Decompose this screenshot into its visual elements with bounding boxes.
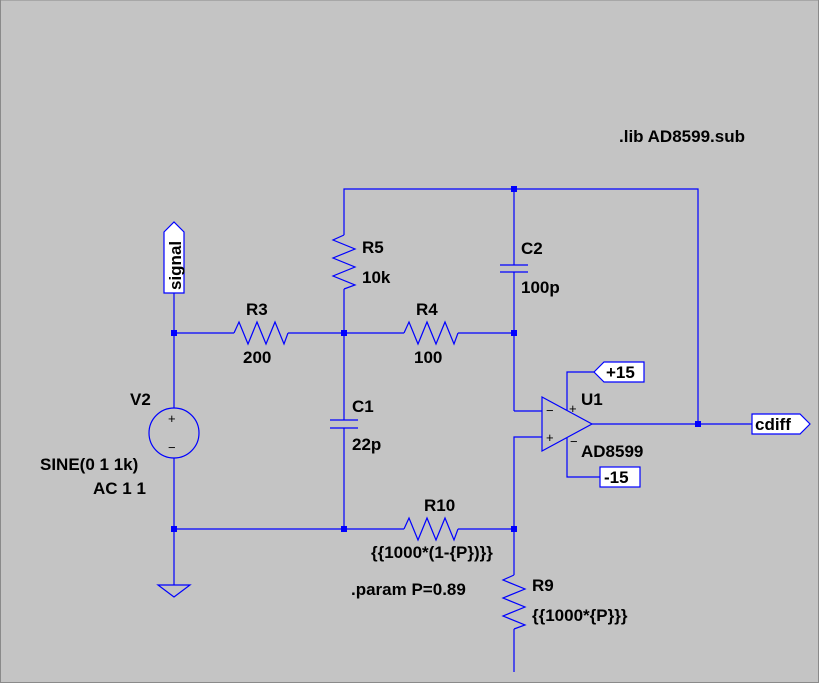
resistor-r4-symbol[interactable] <box>403 320 459 346</box>
net-label-vneg-text: -15 <box>604 468 629 487</box>
resistor-r3[interactable]: R3 200 <box>233 300 289 367</box>
net-label-signal[interactable]: signal <box>163 221 185 294</box>
voltage-source-v2-minus-sign: − <box>168 440 176 455</box>
wire-top-feedback[interactable] <box>343 188 699 424</box>
voltage-source-v2-symbol[interactable] <box>148 407 200 459</box>
resistor-r4-name: R4 <box>416 300 438 319</box>
opamp-u1-model: AD8599 <box>581 442 643 461</box>
resistor-r3-value: 200 <box>243 348 271 367</box>
capacitor-c2-name: C2 <box>521 239 543 258</box>
spice-directive-lib[interactable]: .lib AD8599.sub <box>619 127 745 146</box>
resistor-r10-value: {{1000*(1-{P})}} <box>371 543 493 562</box>
voltage-source-v2-name: V2 <box>130 390 151 409</box>
capacitor-c2[interactable]: C2 100p <box>500 239 560 297</box>
resistor-r5-symbol[interactable] <box>331 234 357 290</box>
resistor-r5-value: 10k <box>362 268 391 287</box>
junction-dot <box>511 186 517 192</box>
voltage-source-v2-ac: AC 1 1 <box>93 479 146 498</box>
resistor-r9-value: {{1000*{P}}} <box>532 606 628 625</box>
voltage-source-v2[interactable]: + − V2 SINE(0 1 1k) AC 1 1 <box>40 390 200 498</box>
net-label-vpos[interactable]: +15 <box>593 361 645 383</box>
resistor-r4[interactable]: R4 100 <box>403 300 459 367</box>
net-label-cdiff[interactable]: cdiff <box>751 413 811 435</box>
resistor-r5-name: R5 <box>362 238 384 257</box>
resistor-r9-name: R9 <box>532 576 554 595</box>
net-label-signal-flag[interactable] <box>163 221 185 294</box>
net-label-vpos-text: +15 <box>606 363 635 382</box>
voltage-source-v2-value: SINE(0 1 1k) <box>40 455 138 474</box>
resistor-r10[interactable]: R10 {{1000*(1-{P})}} <box>371 496 493 562</box>
resistor-r4-value: 100 <box>414 348 442 367</box>
resistor-r3-name: R3 <box>246 300 268 319</box>
net-label-cdiff-text: cdiff <box>755 415 791 434</box>
wires[interactable] <box>173 188 752 672</box>
opamp-u1-noninv-sign: + <box>546 430 554 445</box>
voltage-source-v2-plus-sign: + <box>168 411 176 426</box>
junction-dot <box>171 330 177 336</box>
resistor-r3-symbol[interactable] <box>233 320 289 346</box>
opamp-u1-vneg-sign: − <box>570 434 578 449</box>
resistor-r9[interactable]: R9 {{1000*{P}}} <box>501 574 628 630</box>
wire-vpos[interactable] <box>566 371 594 410</box>
net-label-vneg[interactable]: -15 <box>599 466 641 488</box>
resistor-r10-name: R10 <box>424 496 455 515</box>
ground-symbol[interactable] <box>156 584 192 598</box>
resistor-r9-symbol[interactable] <box>501 574 527 630</box>
opamp-u1-inv-sign: − <box>546 403 554 418</box>
junction-dot <box>341 330 347 336</box>
opamp-u1-name: U1 <box>581 390 603 409</box>
junction-dot <box>511 330 517 336</box>
net-label-signal-text: signal <box>166 241 185 290</box>
junctions <box>171 186 701 532</box>
wire-noninv-input[interactable] <box>513 436 542 575</box>
resistor-r5[interactable]: R5 10k <box>331 234 391 290</box>
opamp-u1[interactable]: − + + − U1 AD8599 <box>541 390 643 461</box>
junction-dot <box>511 526 517 532</box>
net-label-vneg-flag[interactable] <box>599 466 641 488</box>
wire-vneg[interactable] <box>566 438 600 478</box>
opamp-u1-symbol[interactable] <box>541 395 594 453</box>
junction-dot <box>695 421 701 427</box>
capacitor-c1-value: 22p <box>352 435 381 454</box>
spice-directive-param[interactable]: .param P=0.89 <box>351 580 466 599</box>
net-label-vpos-flag[interactable] <box>593 361 645 383</box>
capacitor-c1[interactable]: C1 22p <box>330 397 381 454</box>
opamp-u1-vpos-sign: + <box>569 401 577 416</box>
junction-dot <box>171 526 177 532</box>
resistor-r10-symbol[interactable] <box>403 516 459 542</box>
junction-dot <box>341 526 347 532</box>
ground-icon[interactable] <box>156 584 192 598</box>
capacitor-c2-value: 100p <box>521 278 560 297</box>
capacitor-c1-name: C1 <box>352 397 374 416</box>
net-label-cdiff-flag[interactable] <box>751 413 811 435</box>
